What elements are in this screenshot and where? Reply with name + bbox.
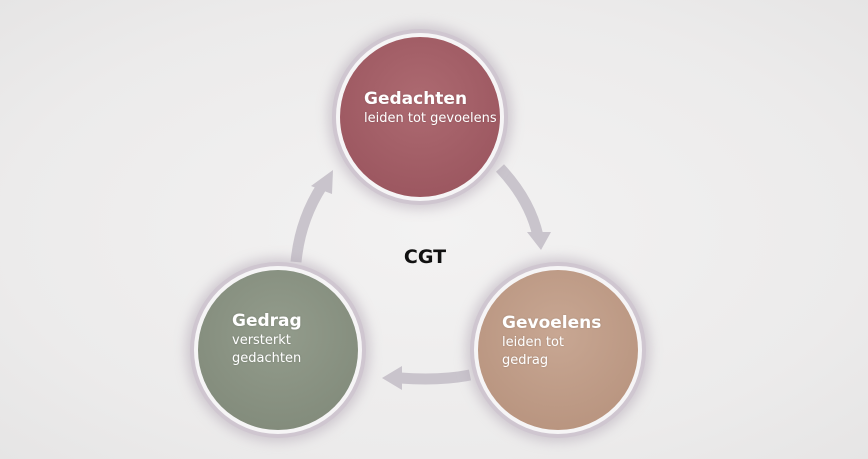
gevoelens-title: Gevoelens bbox=[502, 313, 602, 333]
node-gedrag-disc bbox=[198, 270, 358, 430]
arrow-gevoelens-to-gedrag bbox=[399, 369, 472, 385]
node-gevoelens bbox=[466, 258, 650, 442]
arrow-head-gevoelens bbox=[527, 232, 551, 250]
gedrag-subtitle-line2: gedachten bbox=[232, 351, 302, 366]
arrow-head-gedrag bbox=[382, 366, 402, 390]
gevoelens-subtitle-line2: gedrag bbox=[502, 353, 549, 368]
arrow-head-gedachten bbox=[311, 170, 333, 194]
gedrag-subtitle-line1: versterkt bbox=[232, 333, 291, 348]
center-label-cgt: CGT bbox=[403, 246, 447, 268]
gedrag-title: Gedrag bbox=[232, 311, 302, 331]
arrow-gedachten-to-gevoelens bbox=[495, 164, 544, 238]
gedachten-subtitle: leiden tot gevoelens bbox=[364, 111, 497, 126]
gedrag-label: Gedrag versterkt gedachten bbox=[232, 310, 342, 368]
arrow-gedrag-to-gedachten bbox=[290, 183, 327, 263]
cycle-arrows bbox=[290, 164, 551, 390]
gevoelens-subtitle-line1: leiden tot bbox=[502, 335, 564, 350]
gedachten-title: Gedachten bbox=[364, 89, 468, 109]
node-gedrag bbox=[186, 258, 370, 442]
gedachten-label: Gedachten leiden tot gevoelens bbox=[364, 88, 524, 128]
node-gedachten bbox=[328, 25, 512, 209]
node-gevoelens-disc bbox=[478, 270, 638, 430]
gevoelens-label: Gevoelens leiden tot gedrag bbox=[502, 312, 622, 370]
node-gedachten-disc bbox=[340, 37, 500, 197]
